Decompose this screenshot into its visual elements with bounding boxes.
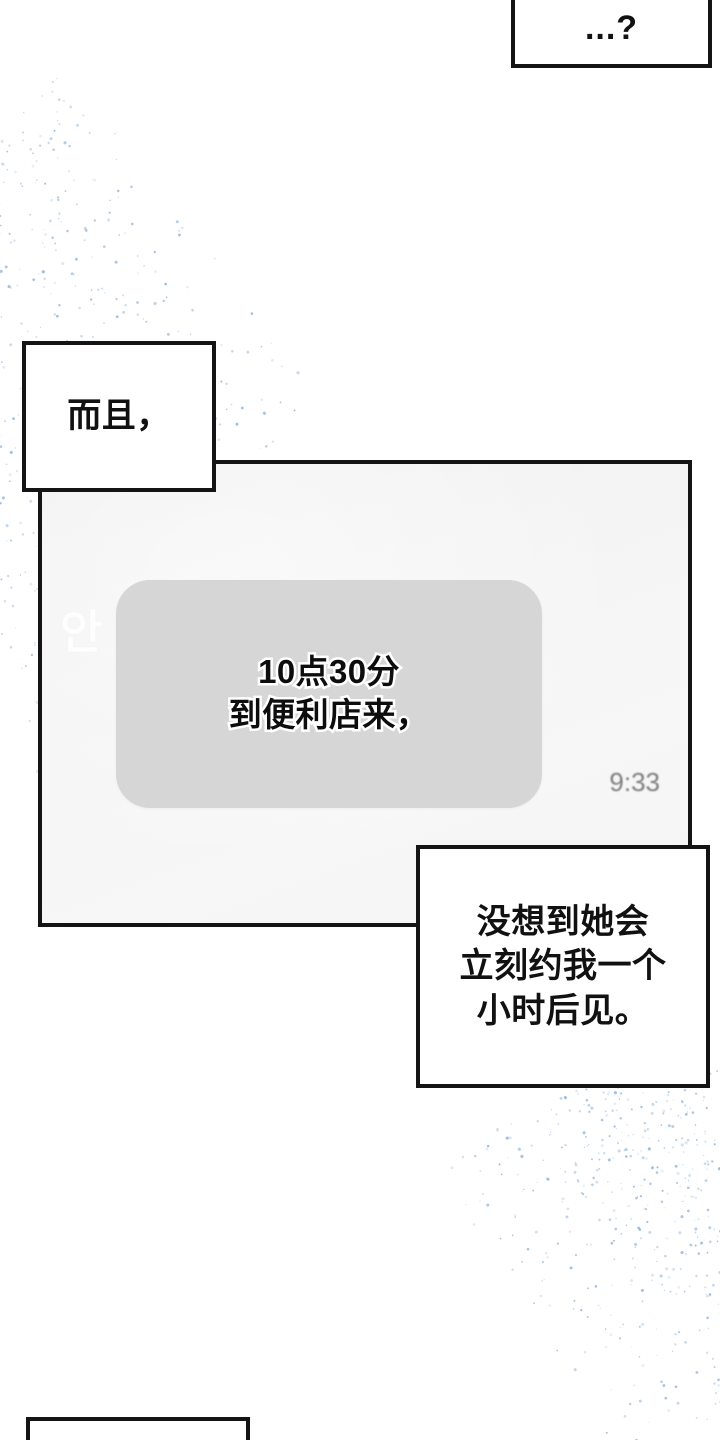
narration-box-moreover: 而且， bbox=[22, 341, 216, 492]
narration-box-bottom-partial bbox=[26, 1417, 250, 1440]
chat-message-timestamp: 9:33 bbox=[609, 767, 660, 797]
narration-text-ellipsis: ...? bbox=[584, 8, 639, 47]
narration-box-monologue: 没想到她会 立刻约我一个 小时后见。 bbox=[416, 845, 710, 1088]
chat-message-bubble: 10点30分 到便利店来， bbox=[116, 580, 542, 808]
narration-box-ellipsis: ...? bbox=[511, 0, 712, 68]
narration-text-moreover: 而且， bbox=[67, 397, 171, 436]
chat-message-text: 10点30分 到便利店来， bbox=[226, 651, 431, 736]
ghost-korean-glyph: 안 bbox=[60, 606, 103, 658]
narration-text-monologue: 没想到她会 立刻约我一个 小时后见。 bbox=[459, 903, 667, 1030]
